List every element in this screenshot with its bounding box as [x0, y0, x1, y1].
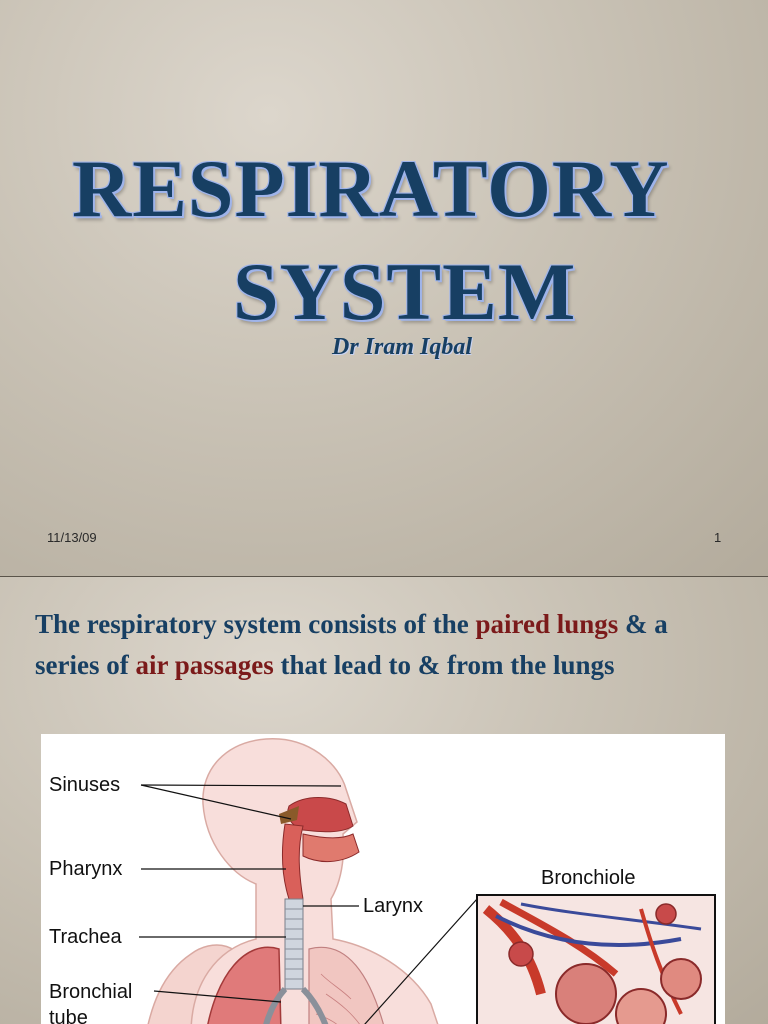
label-trachea: Trachea [49, 926, 123, 948]
left-lung [207, 946, 282, 1024]
intro-paragraph: The respiratory system consists of the p… [35, 604, 725, 686]
slide-title-line-2: SYSTEM [233, 246, 577, 337]
intro-text: that lead to & from the lungs [273, 650, 615, 680]
oral-cavity [302, 833, 360, 862]
respiratory-diagram-svg: Sinuses Pharynx Trachea Bronchial tube L… [49, 738, 716, 1024]
respiratory-diagram: Sinuses Pharynx Trachea Bronchial tube L… [41, 734, 725, 1024]
right-lung [308, 946, 384, 1024]
trachea-rings [285, 908, 303, 980]
slide-page-number: 1 [714, 530, 722, 545]
label-pharynx: Pharynx [49, 858, 122, 880]
highlight-air-passages: air passages [135, 650, 274, 680]
label-bronchiole: Bronchiole [541, 867, 636, 889]
label-bronchial-tube: tube [49, 1007, 88, 1024]
bronchial-tube-shape [263, 986, 329, 1024]
content-slide: The respiratory system consists of the p… [0, 577, 768, 1024]
author-name: Dr Iram Iqbal [332, 334, 473, 360]
slide-date: 11/13/09 [47, 530, 97, 545]
title-slide: RESPIRATORY SYSTEM Dr Iram Iqbal 11/13/0… [0, 0, 768, 577]
pharynx-shape [281, 823, 304, 900]
label-leader-lines [139, 784, 478, 1024]
intro-text: & a series of [35, 609, 668, 680]
trachea-shape [284, 898, 304, 990]
intro-text: The respiratory system consists of the [35, 609, 476, 639]
sinus-highlight [279, 806, 299, 824]
label-larynx: Larynx [363, 895, 423, 917]
label-sinuses: Sinuses [49, 774, 120, 796]
bronchiole-inset [482, 898, 702, 1024]
label-bronchial: Bronchial [49, 981, 132, 1003]
slide-title-line-1: RESPIRATORY [72, 143, 670, 234]
highlight-paired-lungs: paired lungs [475, 609, 619, 639]
